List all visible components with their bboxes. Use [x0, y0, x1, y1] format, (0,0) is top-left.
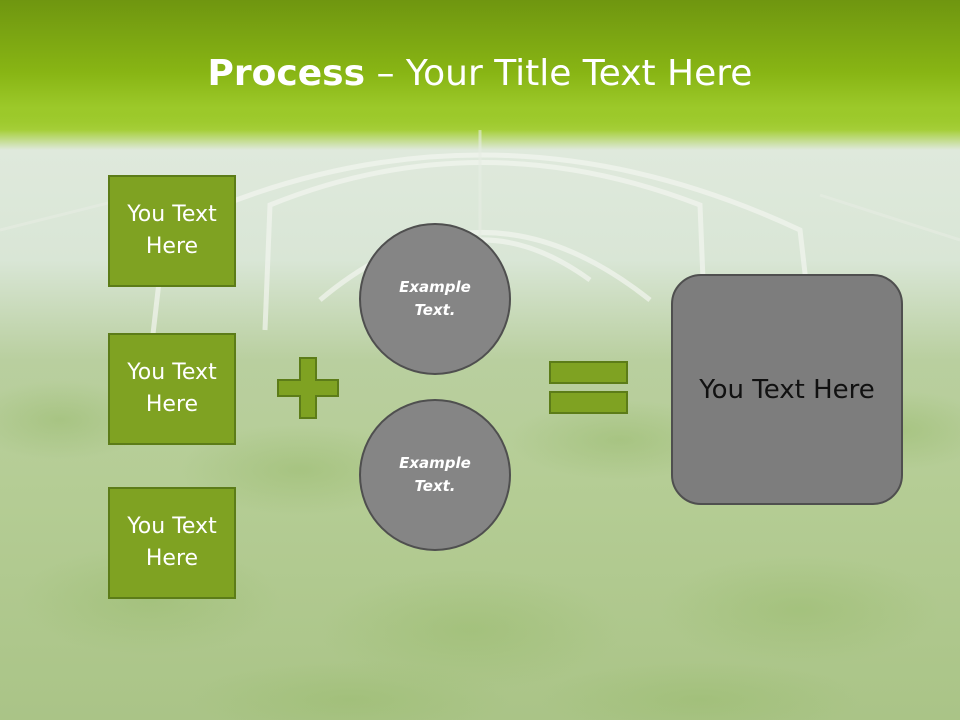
page-title: Process – Your Title Text Here [0, 52, 960, 96]
example-circle-2-label: Example Text. [399, 454, 471, 495]
text-box-3-label: You Text Here [127, 514, 217, 571]
text-box-2: You Text Here [108, 333, 236, 445]
title-rest: – Your Title Text Here [365, 53, 753, 94]
text-box-1-label: You Text Here [127, 202, 217, 259]
result-box-label: You Text Here [699, 374, 875, 405]
result-box: You Text Here [671, 274, 903, 505]
text-box-3: You Text Here [108, 487, 236, 599]
example-circle-2: Example Text. [359, 399, 511, 551]
plus-icon [277, 357, 339, 419]
text-box-2-label: You Text Here [127, 360, 217, 417]
example-circle-1-label: Example Text. [399, 278, 471, 319]
text-box-1: You Text Here [108, 175, 236, 287]
equals-icon [549, 361, 628, 414]
example-circle-1: Example Text. [359, 223, 511, 375]
title-bar [0, 0, 960, 132]
title-bold: Process [207, 53, 366, 94]
